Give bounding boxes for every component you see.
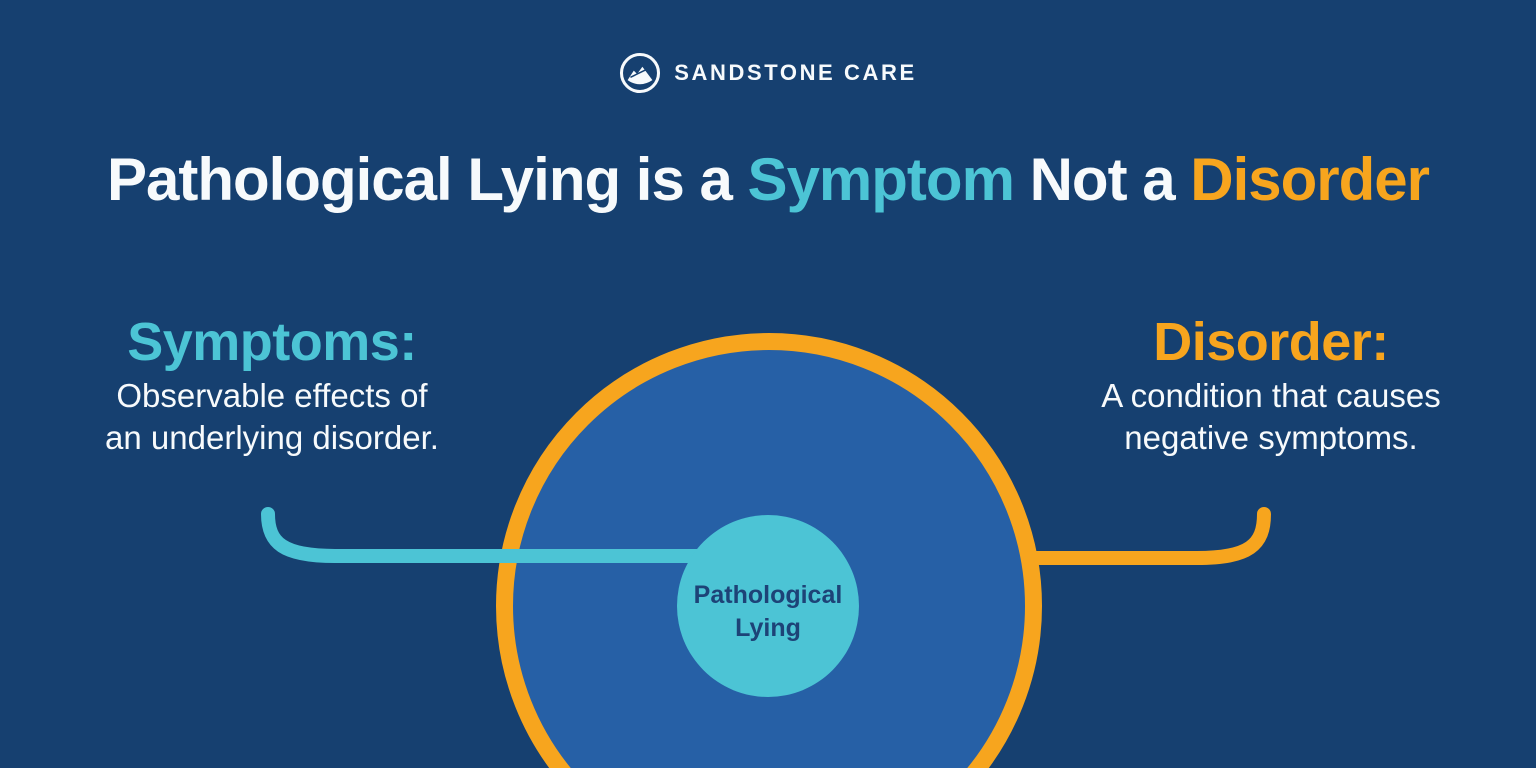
symptoms-heading: Symptoms:	[127, 312, 417, 372]
center-label-line2: Lying	[735, 614, 801, 642]
title-part-white-1: Pathological Lying is a	[106, 146, 748, 213]
center-label-line1: Pathological	[693, 581, 843, 609]
symptoms-definition-text: Observable effects of an underlying diso…	[0, 375, 544, 459]
title-part-symptom: Symptom	[747, 146, 1015, 213]
title-part-white-2: Not a	[1013, 146, 1191, 213]
title-part-disorder: Disorder	[1190, 146, 1430, 213]
disorder-definition-block: Disorder: A condition that causes negati…	[999, 312, 1536, 459]
symptoms-definition-line1: Observable effects of	[116, 377, 428, 414]
page-title: Pathological Lying is a Symptom Not a Di…	[0, 145, 1536, 214]
symptoms-definition-line2: an underlying disorder.	[105, 419, 439, 456]
disorder-connector-line	[1023, 507, 1271, 565]
sandstone-care-logo: SANDSTONE CARE	[0, 52, 1536, 94]
disorder-heading: Disorder:	[1153, 312, 1389, 372]
symptoms-definition-block: Symptoms: Observable effects of an under…	[0, 312, 544, 459]
symptom-connector-line	[261, 507, 713, 563]
mountain-logo-icon	[620, 52, 661, 94]
pathological-lying-circle: Pathological Lying	[677, 515, 859, 697]
disorder-definition-line1: A condition that causes	[1101, 377, 1441, 414]
disorder-definition-line2: negative symptoms.	[1124, 419, 1418, 456]
disorder-definition-text: A condition that causes negative symptom…	[999, 375, 1536, 459]
brand-name: SANDSTONE CARE	[674, 60, 917, 85]
